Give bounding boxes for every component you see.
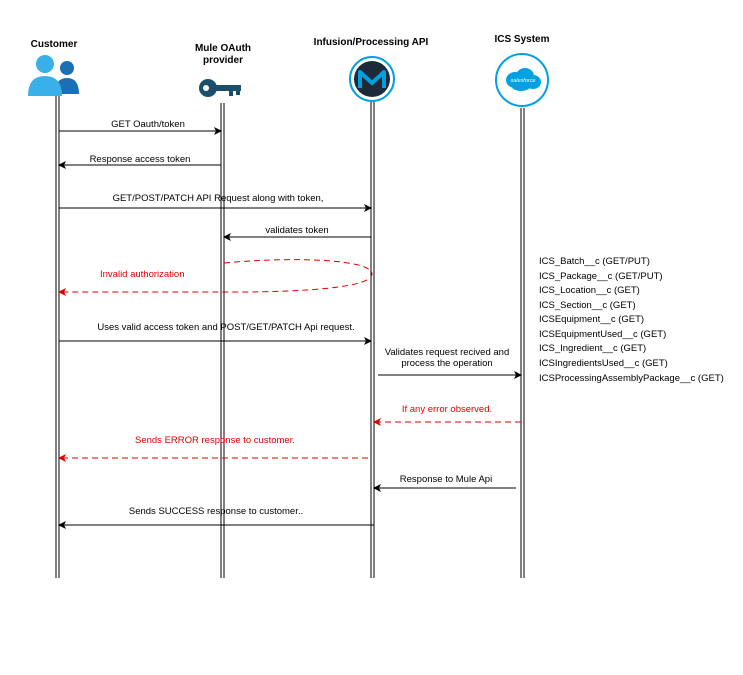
message-label: GET/POST/PATCH API Request along with to… (113, 193, 324, 204)
message-sends-error-response: Sends ERROR response to customer. (58, 435, 368, 462)
message-label: Sends ERROR response to customer. (135, 435, 295, 446)
message-if-any-error: If any error observed. (373, 404, 521, 426)
participant-oauth: Mule OAuth provider (195, 43, 251, 97)
ics-object-item: ICS_Ingredient__c (GET) (539, 343, 646, 354)
ics-object-item: ICSEquipmentUsed__c (GET) (539, 329, 666, 340)
salesforce-logo-text: salesforce (510, 78, 535, 84)
participant-label: Mule OAuth (195, 43, 251, 54)
mulesoft-logo-icon (349, 56, 395, 102)
salesforce-logo-icon: salesforce (495, 53, 549, 107)
message-label: Response to Mule Api (400, 474, 492, 485)
participant-customer: Customer (28, 39, 79, 96)
message-valid-token-request: Uses valid access token and POST/GET/PAT… (59, 322, 372, 345)
message-response-access-token: Response access token (58, 154, 221, 169)
ics-object-item: ICSEquipment__c (GET) (539, 314, 644, 325)
message-label: GET Oauth/token (111, 119, 185, 130)
message-label: Response access token (90, 154, 191, 165)
ics-object-item: ICS_Location__c (GET) (539, 285, 640, 296)
message-sends-success-response: Sends SUCCESS response to customer.. (58, 506, 374, 529)
ics-object-item: ICS_Batch__c (GET/PUT) (539, 256, 650, 267)
message-label-line2: process the operation (401, 358, 492, 369)
participant-api: Infusion/Processing API (314, 37, 429, 102)
message-label: validates token (265, 225, 328, 236)
lifeline-customer (55, 96, 60, 578)
message-label: If any error observed. (402, 404, 492, 415)
message-get-oauth-token: GET Oauth/token (59, 119, 222, 135)
participant-label: Infusion/Processing API (314, 37, 429, 48)
lifeline-api (370, 102, 375, 578)
ics-object-item: ICS_Package__c (GET/PUT) (539, 271, 663, 282)
ics-object-item: ICSProcessingAssemblyPackage__c (GET) (539, 373, 724, 384)
ics-object-item: ICSIngredientsUsed__c (GET) (539, 358, 668, 369)
ics-object-list: ICS_Batch__c (GET/PUT) ICS_Package__c (G… (539, 256, 724, 384)
users-icon (28, 55, 79, 96)
key-icon (199, 79, 241, 97)
message-label: Validates request recived and (385, 347, 509, 358)
participant-label-line2: provider (203, 55, 243, 66)
message-api-request-with-token: GET/POST/PATCH API Request along with to… (59, 193, 372, 212)
message-label: Uses valid access token and POST/GET/PAT… (97, 322, 354, 333)
message-invalid-authorization: Invalid authorization (58, 259, 373, 296)
participant-label: ICS System (494, 34, 549, 45)
message-validates-request: Validates request recived and process th… (378, 347, 522, 379)
participant-ics: ICS System salesforce (494, 34, 550, 107)
lifeline-ics (520, 108, 525, 578)
message-validates-token: validates token (223, 225, 371, 241)
message-label: Invalid authorization (100, 269, 185, 280)
message-response-to-mule-api: Response to Mule Api (373, 474, 516, 492)
message-label: Sends SUCCESS response to customer.. (129, 506, 303, 517)
participant-label: Customer (31, 39, 78, 50)
ics-object-item: ICS_Section__c (GET) (539, 300, 636, 311)
